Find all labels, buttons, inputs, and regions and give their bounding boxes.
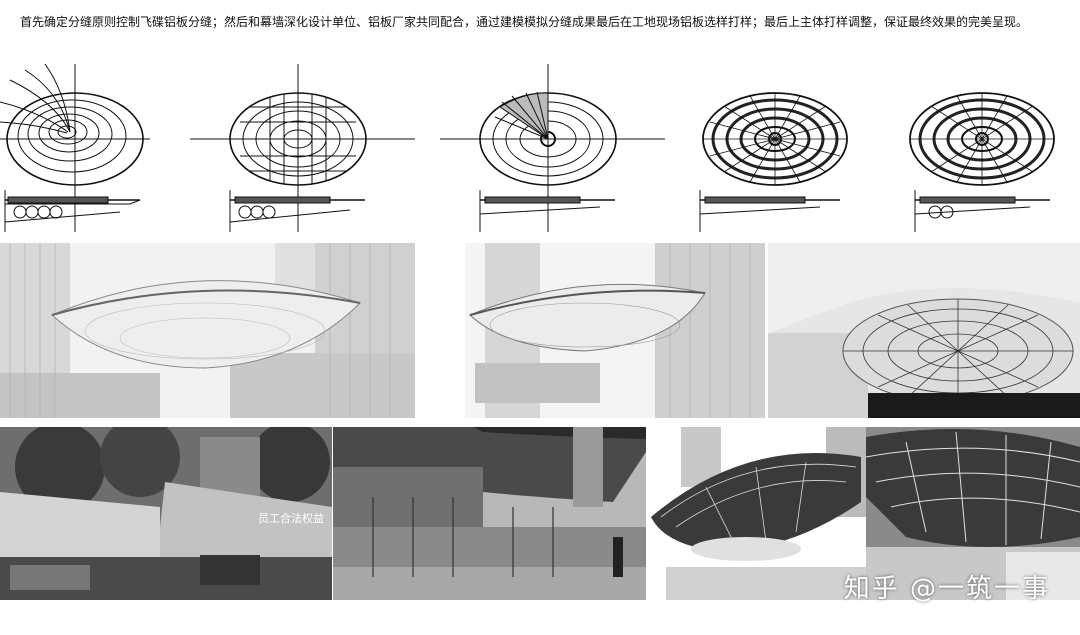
photo-row: 员工合法权益 (0, 427, 1080, 600)
photo-walkway-canopy (333, 427, 646, 600)
photo-site-hoarding: 员工合法权益 (0, 427, 332, 600)
watermark-text: 知乎 @一筑一事 (843, 574, 1050, 604)
diagram-step-3 (440, 62, 670, 240)
diagram-row (0, 62, 1080, 240)
render-structure-frame (768, 243, 1080, 418)
diagram-step-5 (890, 62, 1080, 240)
diagram-step-4 (680, 62, 870, 240)
photo-steel-frame (646, 427, 866, 600)
hoarding-text: 员工合法权益 (258, 512, 324, 525)
photo-frame-closeup (866, 427, 1080, 600)
render-exterior-wide (0, 243, 415, 418)
render-exterior-under (465, 243, 765, 418)
diagram-step-1 (0, 62, 215, 240)
caption-text: 首先确定分缝原则控制飞碟铝板分缝；然后和幕墙深化设计单位、铝板厂家共同配合，通过… (20, 15, 1029, 29)
render-row (0, 243, 1080, 418)
diagram-step-2 (190, 62, 420, 240)
